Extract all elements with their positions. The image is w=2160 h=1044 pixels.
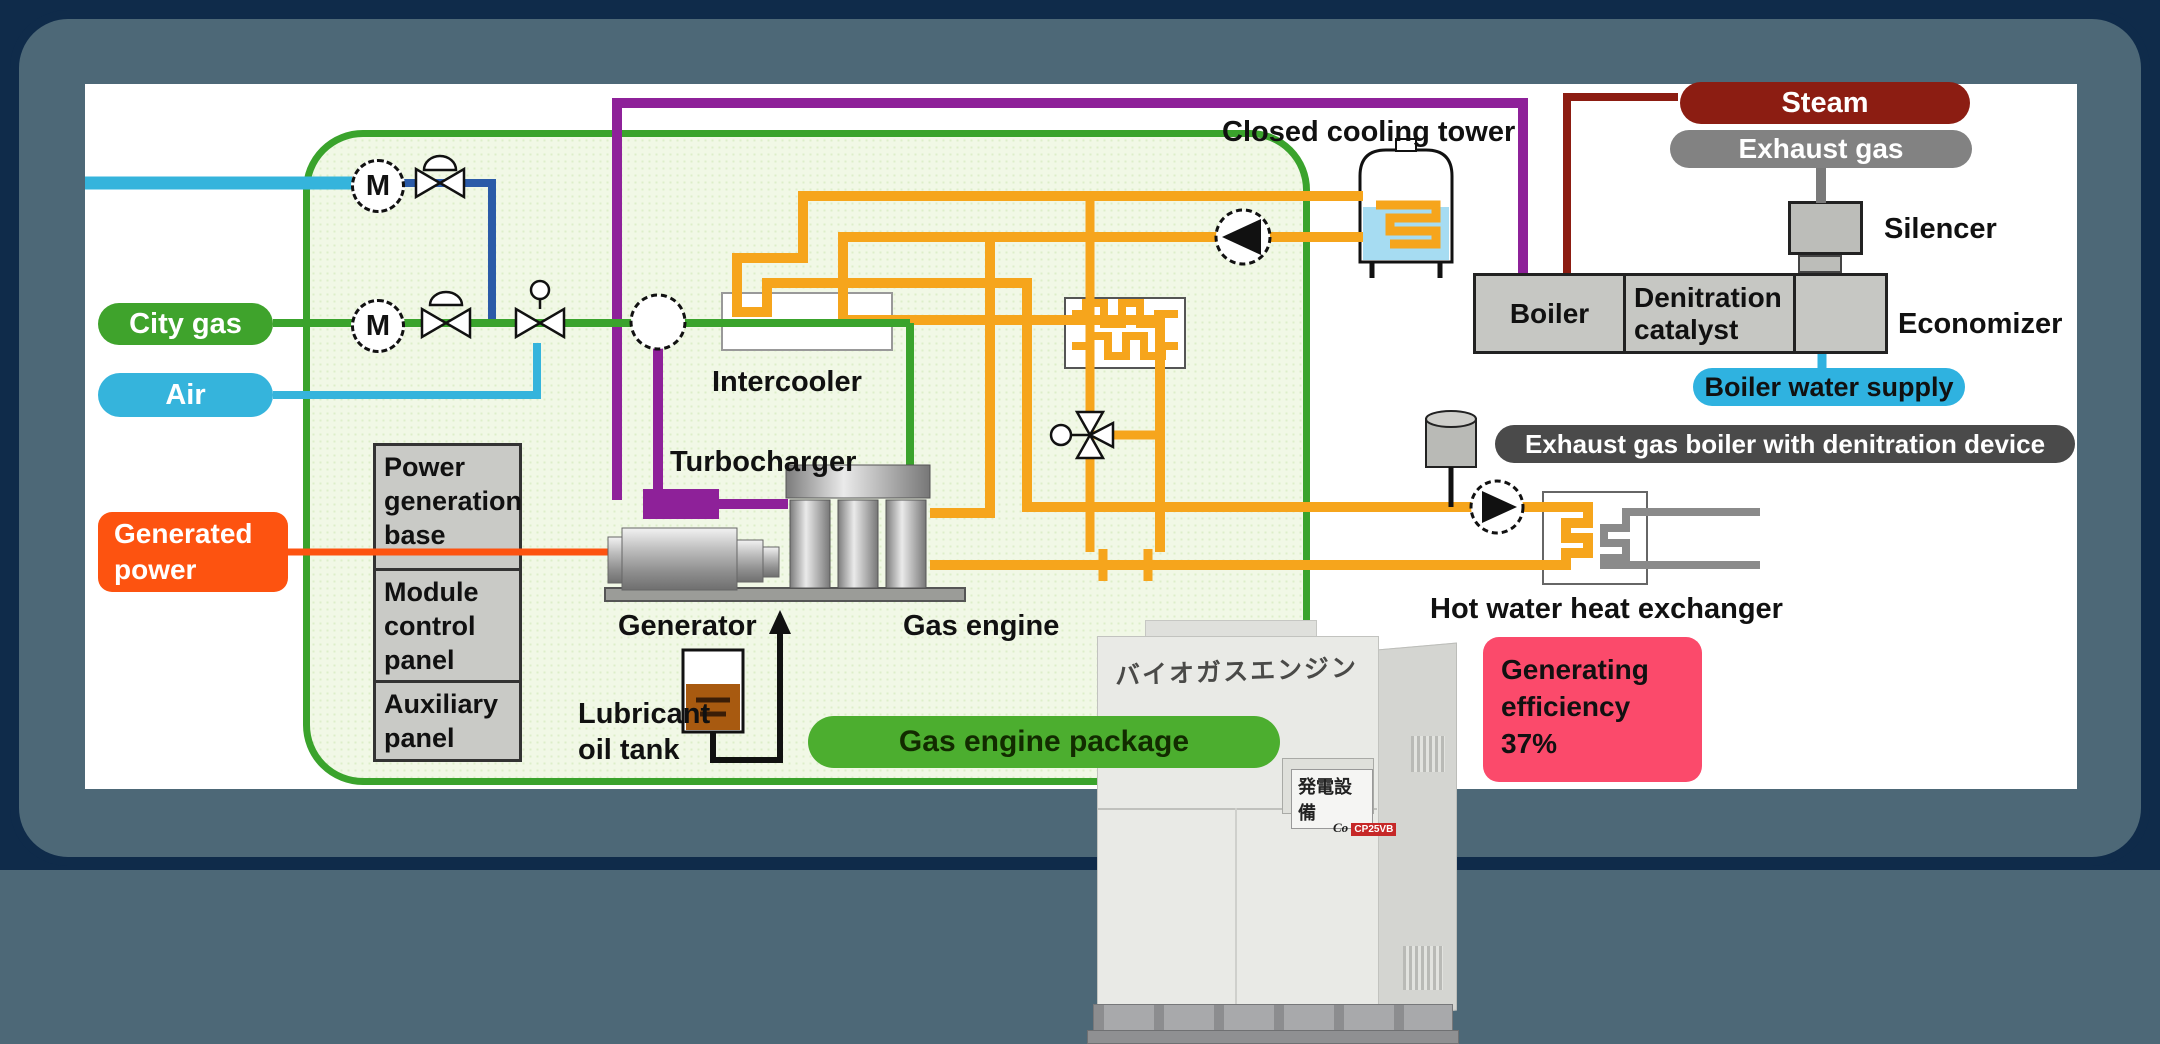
control-panels-box: Power generation base Module control pan… (373, 443, 522, 762)
gas-engine-label: Gas engine (903, 610, 1060, 642)
generated-power-pill: Generated power (98, 512, 288, 592)
closed-cooling-tower-label: Closed cooling tower (1222, 116, 1516, 148)
economizer-section (1796, 276, 1885, 351)
hot-water-heat-exchanger-label: Hot water heat exchanger (1430, 593, 1783, 625)
air-blower-motor: M (351, 159, 405, 213)
auxiliary-panel: Auxiliary panel (384, 689, 499, 753)
cabinet-seam (1097, 808, 1377, 810)
generating-efficiency-badge: Generating efficiency 37% (1483, 637, 1702, 782)
power-generation-base-panel: Power generation base (384, 452, 523, 550)
gas-engine-package-photo: バイオガスエンジン 発電設備 Co CP25VB (1085, 616, 1465, 1044)
model-badge: CP25VB (1351, 823, 1397, 836)
boiler-water-supply-pill: Boiler water supply (1693, 368, 1965, 406)
lubricant-oil-tank-label: Lubricant oil tank (578, 698, 711, 766)
silencer-neck (1798, 255, 1842, 273)
turbocharger-label: Turbocharger (670, 446, 857, 478)
module-control-panel: Module control panel (376, 568, 519, 683)
cabinet-nameplate-recess: 発電設備 (1282, 758, 1374, 829)
denitration-catalyst-section: Denitration catalyst (1623, 276, 1796, 351)
cabinet-louver-upper (1411, 736, 1445, 772)
gas-blower-motor: M (351, 299, 405, 353)
intercooler-label: Intercooler (712, 366, 862, 398)
cabinet-logo: Co CP25VB (1333, 820, 1397, 836)
generator-label: Generator (618, 610, 757, 642)
bottom-background (0, 870, 2160, 1044)
city-gas-pill: City gas (98, 303, 273, 345)
silencer-label: Silencer (1884, 213, 1997, 245)
gas-engine-package-pill: Gas engine package (808, 716, 1280, 768)
boiler-section: Boiler (1509, 297, 1590, 329)
cabinet-louver-lower (1403, 946, 1443, 990)
cabinet-base-rail (1087, 1030, 1459, 1044)
exhaust-gas-boiler-box: Boiler Denitration catalyst (1473, 273, 1888, 354)
silencer-box (1788, 201, 1863, 255)
cabinet-base-skid (1093, 1004, 1453, 1032)
economizer-label: Economizer (1898, 308, 2063, 340)
air-pill: Air (98, 373, 273, 417)
exhaust-gas-boiler-pill: Exhaust gas boiler with denitration devi… (1495, 425, 2075, 463)
logo-script: Co (1333, 820, 1349, 835)
exhaust-gas-pill: Exhaust gas (1670, 130, 1972, 168)
cabinet-door-seam (1235, 808, 1237, 1016)
steam-pill: Steam (1680, 82, 1970, 124)
cabinet-nameplate: 発電設備 (1291, 769, 1373, 829)
